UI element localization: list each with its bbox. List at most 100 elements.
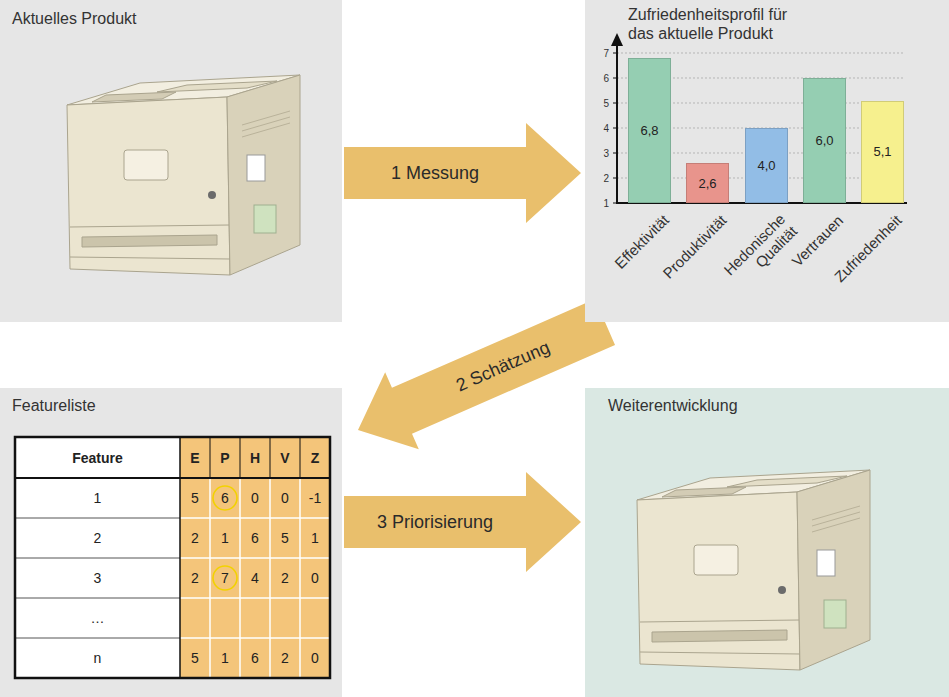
label-anchor: 6 xyxy=(210,478,240,518)
label-anchor: 4 xyxy=(240,558,270,598)
bar-value: 2,6 xyxy=(698,176,716,191)
panel-title: Weiterentwicklung xyxy=(608,396,908,415)
table-cell: 2 xyxy=(281,570,289,586)
arrow-label: 2 Schätzung xyxy=(453,337,554,397)
table-line xyxy=(180,557,330,559)
arrow-label-anchor: 2 Schätzung xyxy=(453,337,554,397)
table-cell: E xyxy=(190,450,199,466)
axis-tick xyxy=(613,78,617,79)
chart-bar: 2,6 xyxy=(686,163,729,203)
grid-line xyxy=(617,128,905,129)
axis-tick xyxy=(613,153,617,154)
table-header-lines xyxy=(210,437,300,478)
table-line xyxy=(180,597,330,599)
chart-bar: 4,0 xyxy=(745,128,788,203)
label-anchor: 0 xyxy=(300,638,330,678)
label-anchor: 3 xyxy=(603,148,609,159)
development-panel: Weiterentwicklung xyxy=(585,388,949,697)
label-anchor: P xyxy=(210,437,240,478)
label-anchor: 5 xyxy=(180,478,210,518)
block-arrow xyxy=(344,472,581,572)
block-arrow xyxy=(358,299,615,449)
table-cell: 4 xyxy=(251,570,259,586)
table-line xyxy=(15,518,180,519)
axis-tick xyxy=(613,178,617,179)
table-row-lines-white xyxy=(15,518,180,638)
table-cell: 6 xyxy=(251,650,259,666)
table-line xyxy=(300,437,301,478)
x-axis xyxy=(616,202,907,204)
table-column-lines xyxy=(210,478,300,678)
label-anchor: 1 xyxy=(210,518,240,558)
grid-line xyxy=(617,178,905,179)
label-anchor: Z xyxy=(300,437,330,478)
chart-bar: 5,1 xyxy=(861,101,904,204)
label-anchor: 1 xyxy=(603,198,609,209)
label-anchor: V xyxy=(270,437,300,478)
label-anchor: 2 xyxy=(15,518,180,558)
axis-tick xyxy=(613,128,617,129)
chart-panel: 6,82,64,06,05,1Zufriedenheitsprofil für … xyxy=(585,0,949,322)
table-cell: 0 xyxy=(311,570,319,586)
table-cell: 2 xyxy=(94,530,102,546)
table-line xyxy=(180,517,330,519)
table-cell: 5 xyxy=(191,650,199,666)
block-arrow xyxy=(344,123,581,223)
label-anchor: H xyxy=(240,437,270,478)
label-anchor: 4 xyxy=(603,123,609,134)
table-border xyxy=(15,437,330,678)
axis-tick-label: 6 xyxy=(603,73,609,84)
table-cell: 0 xyxy=(311,650,319,666)
table-cell: 3 xyxy=(94,570,102,586)
table-cell: Z xyxy=(311,450,320,466)
table-line xyxy=(179,437,181,678)
chart-axes xyxy=(611,33,907,204)
printer-illustration xyxy=(637,470,870,670)
table-line xyxy=(210,437,211,478)
table-cell: 1 xyxy=(221,650,229,666)
table-header-line xyxy=(15,477,330,479)
table-cell: 5 xyxy=(281,530,289,546)
table-line xyxy=(299,478,301,678)
grid-line xyxy=(617,53,905,54)
table-row-lines-gold xyxy=(180,518,330,638)
table-cell: … xyxy=(91,610,105,626)
table-cell: 0 xyxy=(251,490,259,506)
label-anchor: 0 xyxy=(270,478,300,518)
axis-tick xyxy=(613,53,617,54)
bar-value: 5,1 xyxy=(873,144,891,159)
label-anchor: … xyxy=(15,598,180,638)
panel-title: Zufriedenheitsprofil für das aktuelle Pr… xyxy=(628,5,806,43)
table-cell: 2 xyxy=(281,650,289,666)
label-anchor: 1 xyxy=(15,478,180,518)
label-anchor: 6 xyxy=(603,73,609,84)
table-line xyxy=(180,637,330,639)
label-anchor: 2 xyxy=(180,558,210,598)
label-anchor: 1 xyxy=(210,638,240,678)
axis-ticks xyxy=(613,53,617,203)
label-anchor: 3 xyxy=(15,558,180,598)
table-cell: 1 xyxy=(94,490,102,506)
label-anchor: Feature xyxy=(15,437,180,478)
chart-grid xyxy=(617,53,905,178)
label-anchor: n xyxy=(15,638,180,678)
label-anchor: 7 xyxy=(603,48,609,59)
label-anchor: 2 xyxy=(180,518,210,558)
table-cell: 5 xyxy=(191,490,199,506)
table-cell: 1 xyxy=(311,530,319,546)
feature-list-panel: Featureliste xyxy=(0,388,342,697)
arrow-label: 3 Priorisierung xyxy=(377,512,494,533)
product-panel: Aktuelles Produkt xyxy=(0,0,342,322)
axis-tick xyxy=(613,103,617,104)
label-anchor: 5 xyxy=(180,638,210,678)
panel-title: Featureliste xyxy=(12,396,312,415)
table-line xyxy=(209,478,211,678)
table-line xyxy=(15,598,180,599)
label-anchor: 6 xyxy=(240,638,270,678)
label-anchor: E xyxy=(180,437,210,478)
label-anchor: 2 xyxy=(270,638,300,678)
grid-line xyxy=(617,103,905,104)
bar-value: 4,0 xyxy=(757,158,775,173)
label-anchor: 7 xyxy=(210,558,240,598)
